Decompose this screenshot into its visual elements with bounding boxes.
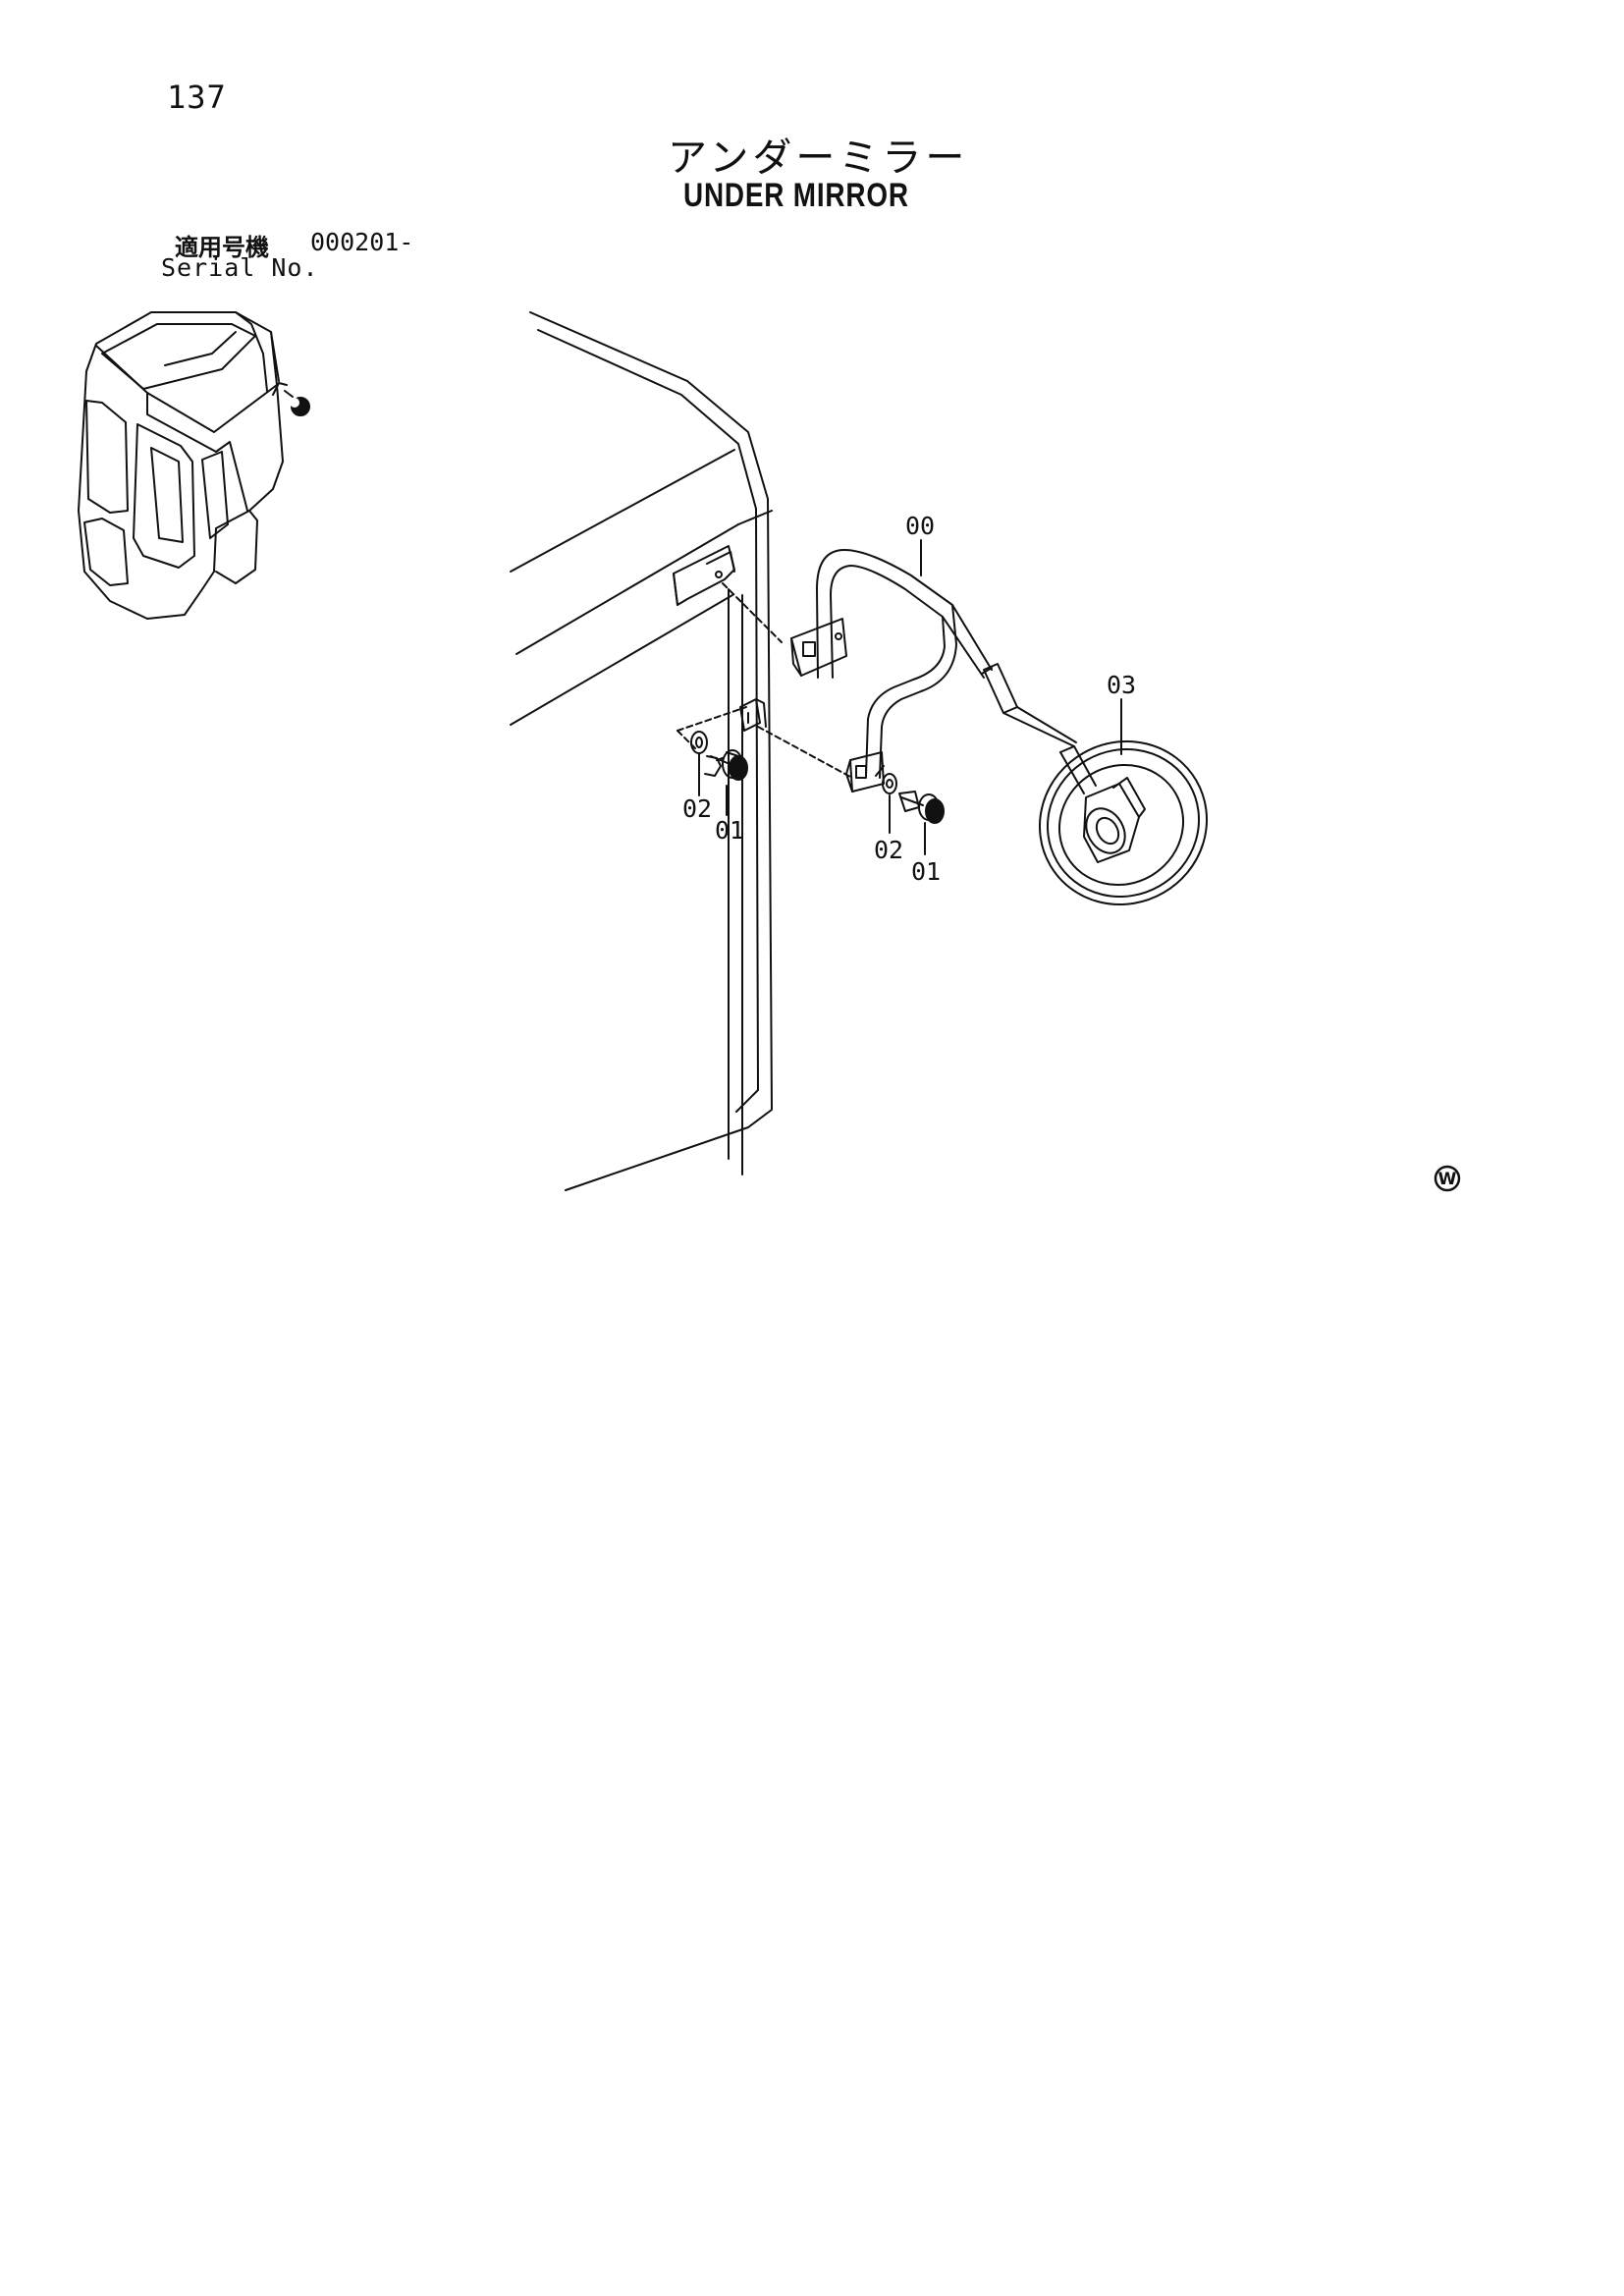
lower-cab-bracket [739, 698, 853, 779]
callout-right-bolt: 01 [911, 857, 941, 886]
manufacturer-logo: W [1434, 1165, 1461, 1192]
logo-letter: W [1438, 1170, 1457, 1189]
round-mirror [1038, 698, 1209, 906]
mirror-location-indicator [272, 382, 310, 416]
cab-thumbnail [78, 311, 284, 620]
title-english: UNDER MIRROR [683, 177, 909, 214]
serial-label-japanese: 適用号機 [175, 234, 269, 261]
page-number: 137 [167, 79, 227, 116]
callout-left-washer: 02 [682, 794, 712, 823]
callout-right-washer: 02 [874, 836, 903, 864]
serial-code: 000201- [310, 228, 414, 256]
callout-mirror-stay: 00 [905, 512, 935, 540]
mirror-stay [790, 539, 1077, 793]
title-japanese: アンダーミラー [668, 136, 969, 181]
callout-mirror: 03 [1107, 671, 1136, 699]
cab-bracket [673, 545, 783, 643]
left-fastener-set [677, 706, 748, 816]
callout-left-bolt: 01 [715, 816, 744, 845]
right-fastener-set [875, 765, 945, 855]
cab-body [510, 311, 773, 1191]
serial-label-english: Serial No. [161, 253, 319, 282]
